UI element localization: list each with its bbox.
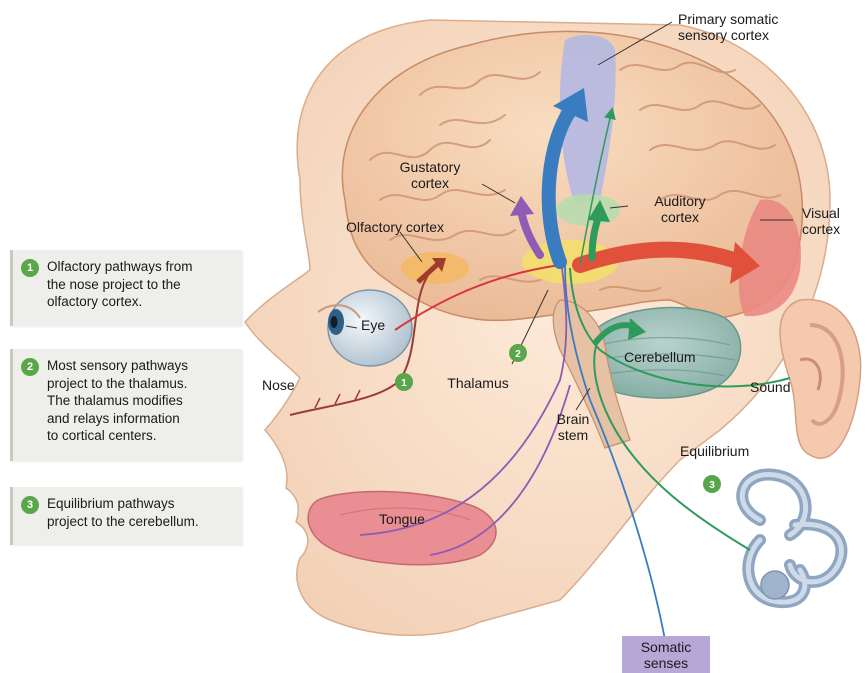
callout-thalamus: 2 Most sensory pathways project to the t…	[10, 349, 242, 461]
label-sound: Sound	[750, 379, 790, 395]
callout-text: Equilibrium pathways project to the cere…	[47, 495, 236, 530]
label-thalamus: Thalamus	[447, 375, 508, 391]
svg-text:2: 2	[515, 349, 521, 360]
label-eye: Eye	[361, 317, 385, 333]
label-nose: Nose	[262, 377, 295, 393]
ear	[780, 300, 861, 459]
label-olfactory-cortex: Olfactory cortex	[346, 219, 444, 235]
inner-ear-vestibular	[742, 475, 841, 603]
callout-text: Olfactory pathways from the nose project…	[47, 258, 236, 311]
marker-1: 1	[395, 373, 413, 391]
callout-number-badge: 2	[21, 358, 39, 376]
callout-olfactory: 1 Olfactory pathways from the nose proje…	[10, 250, 242, 326]
label-tongue: Tongue	[379, 511, 425, 527]
svg-text:1: 1	[401, 378, 407, 389]
label-cerebellum: Cerebellum	[624, 349, 696, 365]
marker-2: 2	[509, 344, 527, 362]
callout-text: Most sensory pathways project to the tha…	[47, 357, 236, 445]
callout-number-badge: 3	[21, 496, 39, 514]
callout-equilibrium: 3 Equilibrium pathways project to the ce…	[10, 487, 242, 545]
callout-number-badge: 1	[21, 259, 39, 277]
label-equilibrium: Equilibrium	[680, 443, 749, 459]
svg-text:3: 3	[709, 480, 715, 491]
marker-3: 3	[703, 475, 721, 493]
